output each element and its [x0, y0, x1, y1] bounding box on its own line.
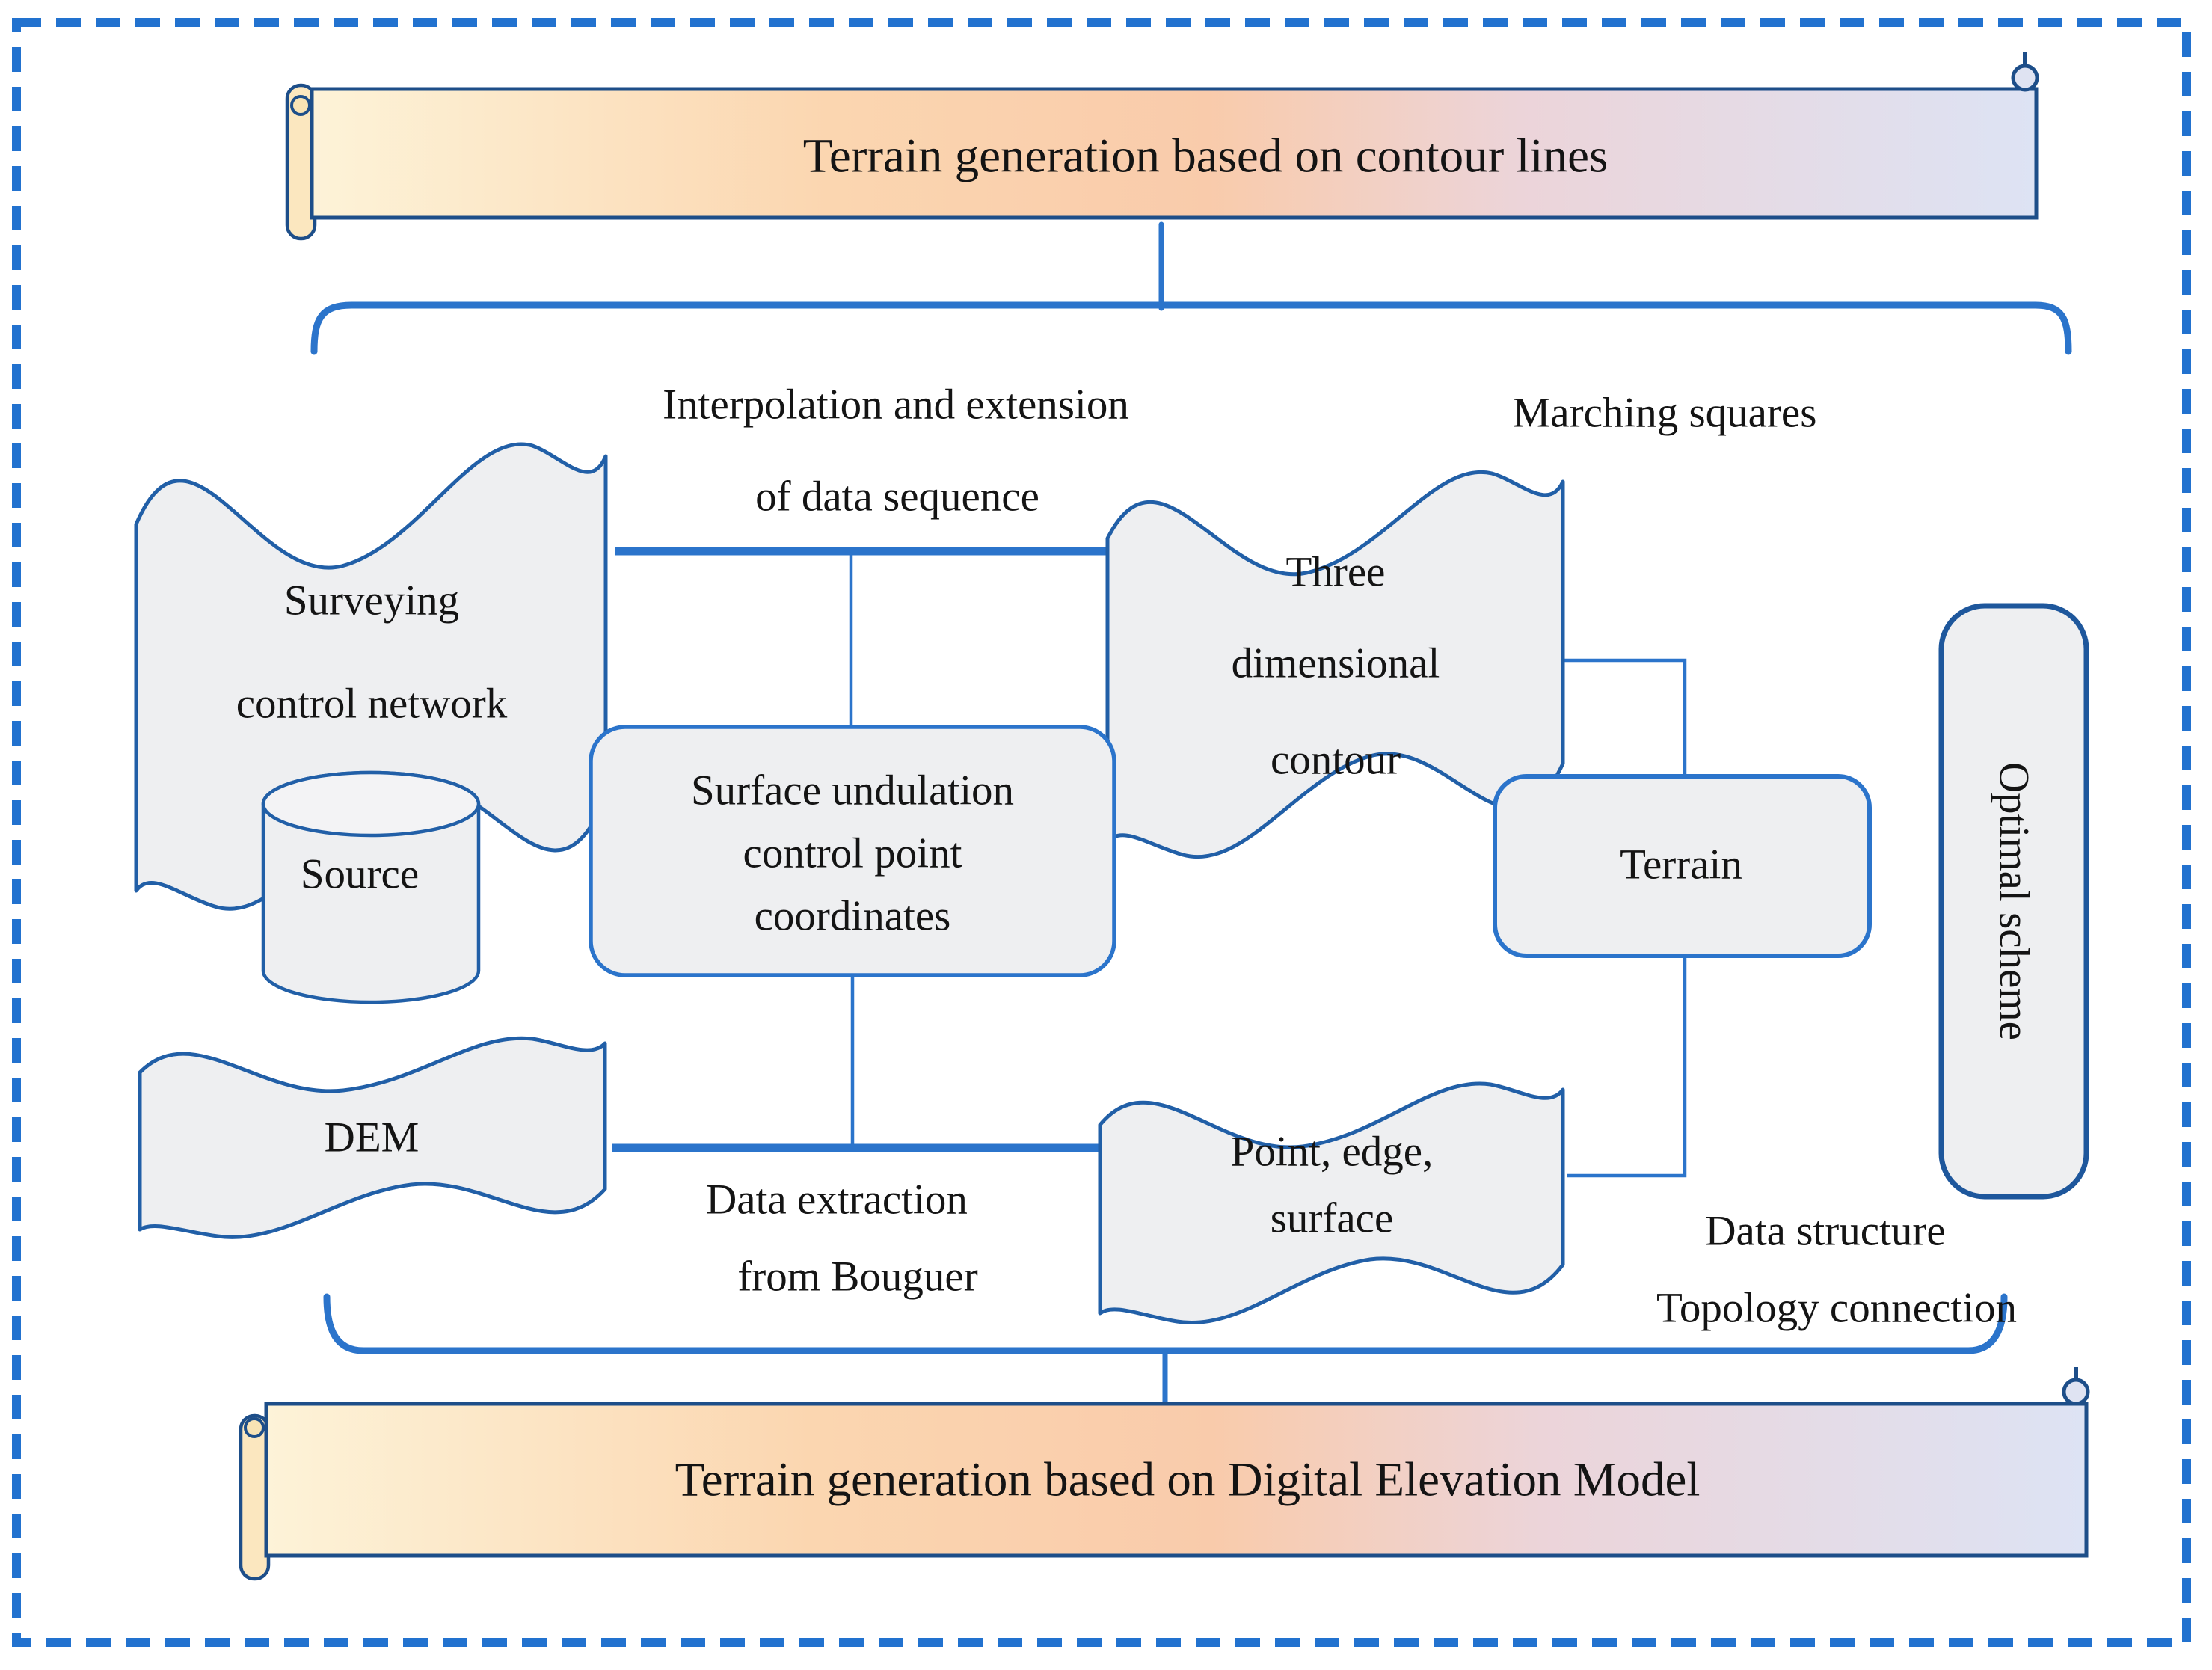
connectors	[612, 547, 1687, 1178]
node-surface-undulation-line3: coordinates	[754, 892, 951, 940]
optimal-scheme-box	[1938, 603, 2089, 1200]
node-point-edge-line2: surface	[1270, 1194, 1394, 1242]
three-dimensional-contour-flag-shape	[1105, 470, 1565, 859]
label-data-structure-line2: Topology connection	[1656, 1284, 2017, 1332]
node-dem: DEM	[324, 1114, 420, 1161]
label-data-extraction-line1: Data extraction	[706, 1176, 968, 1224]
label-marching-squares: Marching squares	[1512, 389, 1817, 437]
connector-contour-to-terrain	[1563, 658, 1687, 775]
surface-undulation-box	[589, 725, 1116, 977]
node-three-dimensional-line1: Three	[1285, 548, 1386, 596]
label-data-structure-line1: Data structure	[1705, 1207, 1946, 1255]
node-three-dimensional-line3: contour	[1270, 736, 1401, 784]
node-surveying-line2: control network	[236, 680, 508, 728]
dashed-border	[12, 18, 2191, 1647]
node-terrain: Terrain	[1620, 841, 1742, 888]
node-surface-undulation-line2: control point	[743, 829, 962, 877]
bottom-banner-scroll	[239, 1367, 2090, 1581]
label-interpolation-line2: of data sequence	[755, 473, 1039, 521]
node-surface-undulation-line1: Surface undulation	[690, 767, 1015, 814]
connector-terrain-to-point	[1567, 957, 1687, 1178]
top-banner-title: Terrain generation based on contour line…	[802, 129, 1609, 183]
point-edge-surface-flag-shape	[1098, 1081, 1565, 1324]
label-data-extraction-line2: from Bouguer	[737, 1253, 978, 1301]
dem-flag-shape	[138, 1036, 607, 1239]
node-surveying-line1: Surveying	[283, 577, 460, 624]
bottom-banner-title: Terrain generation based on Digital Elev…	[675, 1452, 1701, 1507]
label-interpolation-line1: Interpolation and extension	[663, 381, 1129, 429]
node-three-dimensional-line2: dimensional	[1231, 639, 1440, 687]
top-brace	[310, 221, 2072, 355]
terrain-box	[1493, 774, 1872, 958]
top-banner-scroll	[285, 52, 2039, 241]
node-source: Source	[300, 850, 420, 898]
source-cylinder-shape	[261, 770, 481, 1004]
node-optimal-scheme: Optimal scheme	[1990, 762, 2038, 1040]
node-point-edge-line1: Point, edge,	[1230, 1128, 1434, 1176]
